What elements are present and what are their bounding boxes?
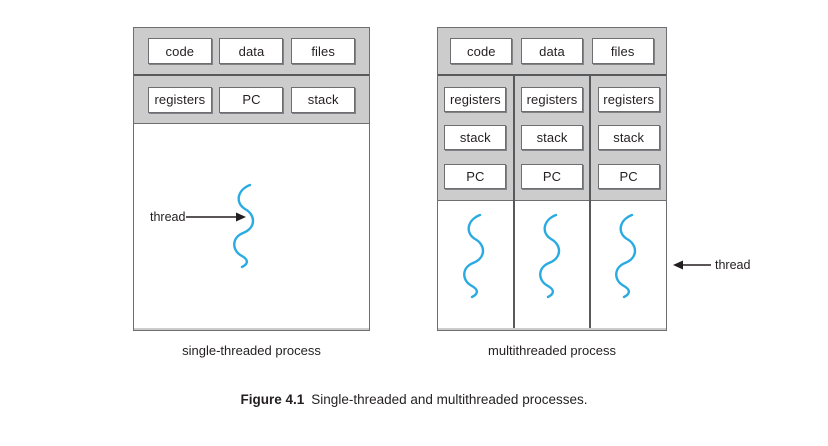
thread-callout-label: thread xyxy=(715,258,751,272)
cell-stack: stack xyxy=(521,125,583,151)
thread-callout-label: thread xyxy=(150,210,186,224)
cell-data: data xyxy=(219,38,284,64)
single-thread-canvas xyxy=(134,123,369,328)
cell-stack: stack xyxy=(444,125,507,151)
cell-registers: registers xyxy=(521,86,583,112)
cell-pc: PC xyxy=(219,86,284,113)
single-threaded-process-diagram: code data files registers PC stack xyxy=(133,27,370,331)
cell-pc: PC xyxy=(444,164,507,190)
arrow-right-icon xyxy=(186,212,247,222)
cell-files: files xyxy=(291,38,356,64)
single-shared-resources-row: code data files xyxy=(134,28,369,76)
cell-stack: stack xyxy=(597,125,660,151)
thread-squiggle-icon xyxy=(538,213,560,299)
multithreaded-caption: multithreaded process xyxy=(488,343,616,358)
cell-code: code xyxy=(147,38,212,64)
multithreaded-process-diagram: code data files registers stack PC regis… xyxy=(437,27,667,331)
single-thread-state-row: registers PC stack xyxy=(134,76,369,123)
cell-stack: stack xyxy=(291,86,356,113)
thread-squiggle-icon xyxy=(615,213,637,299)
thread-canvas xyxy=(591,200,667,328)
thread-column: registers stack PC xyxy=(514,76,592,328)
cell-files: files xyxy=(591,38,654,64)
thread-squiggle-icon xyxy=(463,213,485,299)
thread-columns: registers stack PC registers stack PC xyxy=(438,76,667,328)
cell-registers: registers xyxy=(597,86,660,112)
thread-canvas xyxy=(438,200,513,328)
cell-code: code xyxy=(450,38,513,64)
figure-caption: Figure 4.1 Single-threaded and multithrea… xyxy=(0,392,828,407)
multi-shared-resources-row: code data files xyxy=(438,28,666,76)
thread-state-group: registers stack PC xyxy=(438,76,513,200)
thread-callout-single: thread xyxy=(150,211,248,224)
cell-data: data xyxy=(520,38,583,64)
thread-state-group: registers stack PC xyxy=(591,76,667,200)
cell-pc: PC xyxy=(521,164,583,190)
thread-canvas xyxy=(514,200,590,328)
arrow-left-icon xyxy=(673,260,711,270)
thread-column: registers stack PC xyxy=(591,76,667,328)
thread-column: registers stack PC xyxy=(438,76,515,328)
cell-registers: registers xyxy=(444,86,507,112)
thread-squiggle-icon xyxy=(233,183,255,269)
figure-number: Figure 4.1 xyxy=(240,392,305,407)
thread-state-group: registers stack PC xyxy=(514,76,590,200)
single-threaded-caption: single-threaded process xyxy=(182,343,321,358)
cell-pc: PC xyxy=(597,164,660,190)
figure-caption-text: Single-threaded and multithreaded proces… xyxy=(311,392,588,407)
thread-callout-multi: thread xyxy=(671,259,750,272)
cell-registers: registers xyxy=(147,86,212,113)
